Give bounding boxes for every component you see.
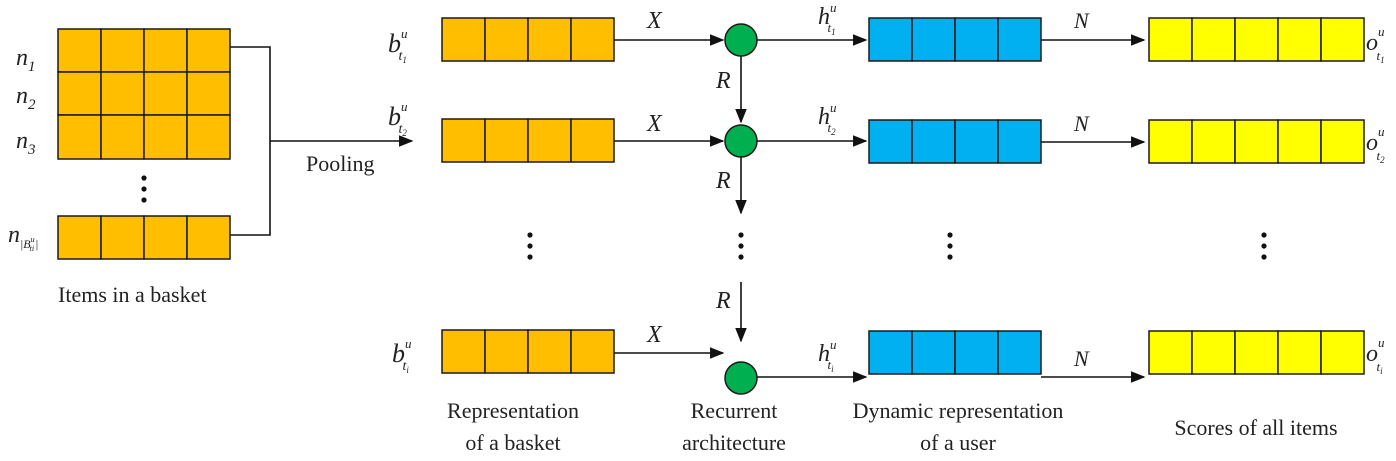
label-n-ti: N [1073,346,1090,371]
caption-user-representation-2: of a user [920,430,996,455]
basket-items-last-row [57,215,231,260]
label-r-1: R [715,68,731,94]
basket-representation-ti [441,329,615,374]
caption-recurrent-2: architecture [682,430,786,455]
pooling-bracket [230,46,414,236]
recurrent-node-t2 [724,124,758,158]
label-x-ti: X [646,322,663,348]
ellipsis-basket-column [527,232,533,260]
scores-ti [1148,330,1365,375]
label-x-t2: X [646,111,663,137]
recurrent-node-t1 [724,23,758,57]
ellipsis-user-column [947,232,953,260]
basket-items-matrix [57,28,231,160]
item-label-n1: n1 [16,45,36,75]
basket-representation-t2 [441,118,615,163]
caption-scores: Scores of all items [1174,415,1337,440]
user-representation-t2 [868,119,1042,164]
caption-user-representation-1: Dynamic representation [853,398,1064,423]
caption-basket-representation-1: Representation [447,398,579,423]
basket-representation-t1 [441,17,615,62]
ellipsis-scores-column [1261,232,1267,260]
recurrent-node-ti [724,361,758,395]
label-n-t2: N [1073,111,1090,136]
ellipsis-recurrent-column [738,232,744,260]
item-label-n2: n2 [16,83,36,113]
caption-recurrent-1: Recurrent [691,398,778,423]
label-r-2: R [715,168,731,194]
basket-items-ellipsis [141,175,147,203]
user-representation-ti [868,330,1042,375]
scores-t2 [1148,119,1365,164]
user-representation-t1 [868,17,1042,62]
label-n-t1: N [1073,8,1090,33]
label-x-t1: X [646,8,663,34]
caption-items-in-basket: Items in a basket [58,282,206,307]
scores-t1 [1148,17,1365,62]
item-label-n3: n3 [16,128,36,158]
caption-basket-representation-2: of a basket [465,430,560,455]
caption-pooling: Pooling [306,151,374,176]
label-r-3: R [715,288,731,314]
